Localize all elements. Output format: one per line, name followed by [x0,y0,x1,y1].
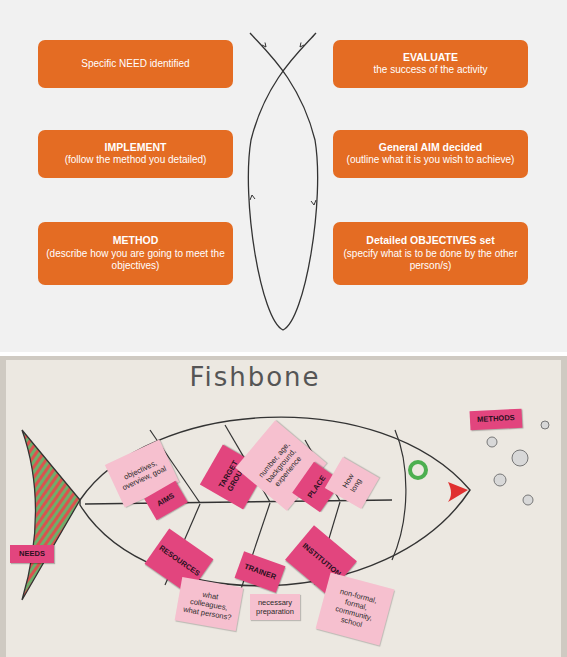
box-heading: Specific NEED identified [81,58,189,71]
note-text: METHODS [477,414,515,425]
note-text: NEEDS [19,550,45,559]
note-text: non-formal, formal, community, school [322,584,387,634]
bubble [523,495,533,505]
process-box: METHOD(describe how you are going to mee… [38,222,233,285]
loop-arrow [250,195,255,200]
note-text: RESOURCES [157,544,201,578]
box-text: (outline what it is you wish to achieve) [347,154,515,167]
sticky-note: NEEDS [10,545,54,563]
loop-arrow [311,200,316,205]
bubble [487,437,497,447]
box-heading: EVALUATE [403,51,458,64]
photo-ground [0,356,567,657]
process-box: Detailed OBJECTIVES set(specify what is … [333,222,528,285]
poster-title: Fishbone [170,362,340,392]
bubble [541,421,549,429]
note-text: necessary preparation [254,598,296,616]
note-text: what colleagues, what persons? [180,586,238,622]
fish-mouth [448,482,468,502]
fish-eye [410,462,426,478]
box-text: the success of the activity [374,64,488,77]
process-box: EVALUATEthe success of the activity [333,40,528,88]
fish-gill [392,430,406,560]
box-heading: General AIM decided [379,141,482,154]
bubble [494,474,506,486]
box-text: (specify what is to be done by the other… [341,248,520,273]
panel-ground [0,0,567,352]
cycle-loop [248,33,317,330]
note-text: TRAINER [243,562,277,582]
process-box: General AIM decided(outline what it is y… [333,130,528,178]
box-heading: Detailed OBJECTIVES set [366,234,494,247]
poster-paper [6,360,561,657]
fish-body [80,417,470,586]
loop-arrow [262,43,266,48]
box-heading: METHOD [113,234,159,247]
bubble [512,450,528,466]
loop-arrow [300,43,304,48]
sticky-note: METHODS [470,409,523,431]
fish-tail [22,430,80,600]
sticky-note: necessary preparation [250,594,300,620]
note-text: AIMS [156,492,177,509]
process-box: IMPLEMENT(follow the method you detailed… [38,130,233,178]
process-box: Specific NEED identified [38,40,233,88]
box-heading: IMPLEMENT [105,141,167,154]
box-text: (follow the method you detailed) [65,154,207,167]
box-text: (describe how you are going to meet the … [46,248,225,273]
note-text: objectives, overview, goal [115,454,170,492]
note-text: How long [337,466,367,499]
